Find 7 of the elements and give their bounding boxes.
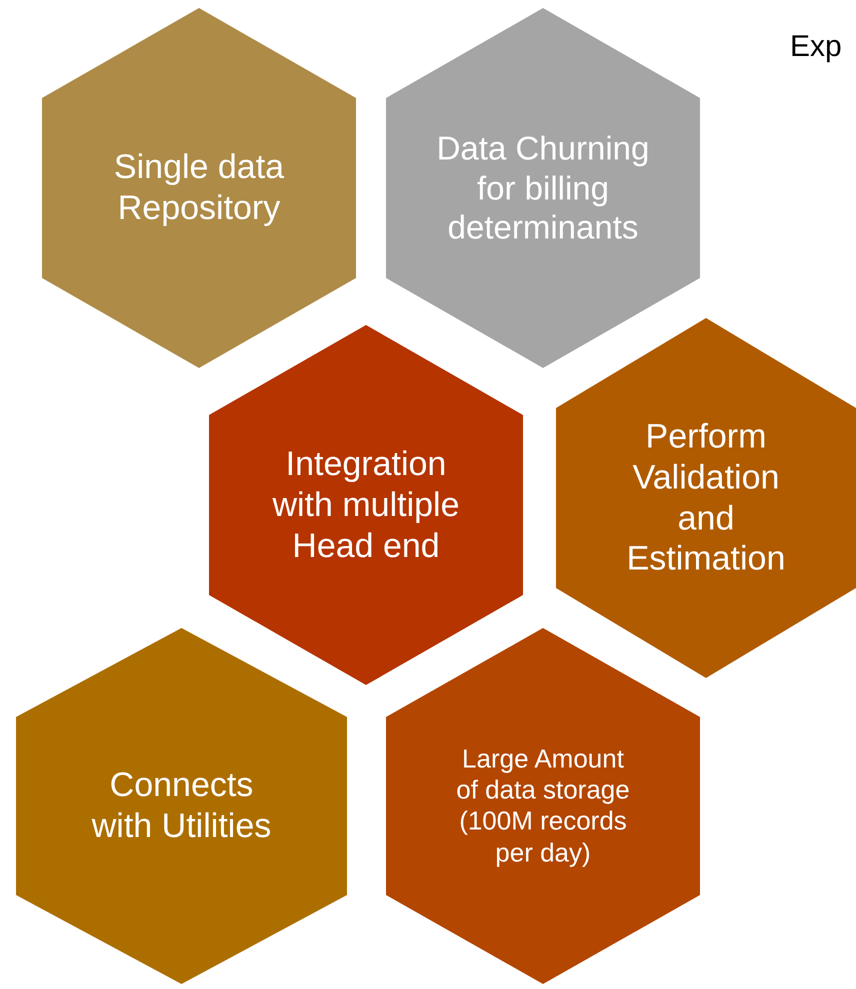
heading-fragment: Exp	[790, 30, 842, 64]
hexagon-text: Perform Validation and Estimation	[626, 416, 786, 580]
hexagon-text: Data Churning for billing determinants	[436, 128, 650, 248]
hexagon-text: Large Amount of data storage (100M records per day)	[455, 744, 631, 868]
hexagon-text: Integration with multiple Head end	[271, 444, 461, 566]
hexagon-text: Connects with Utilities	[90, 765, 272, 847]
hexagon-text: Single data Repository	[112, 147, 286, 229]
